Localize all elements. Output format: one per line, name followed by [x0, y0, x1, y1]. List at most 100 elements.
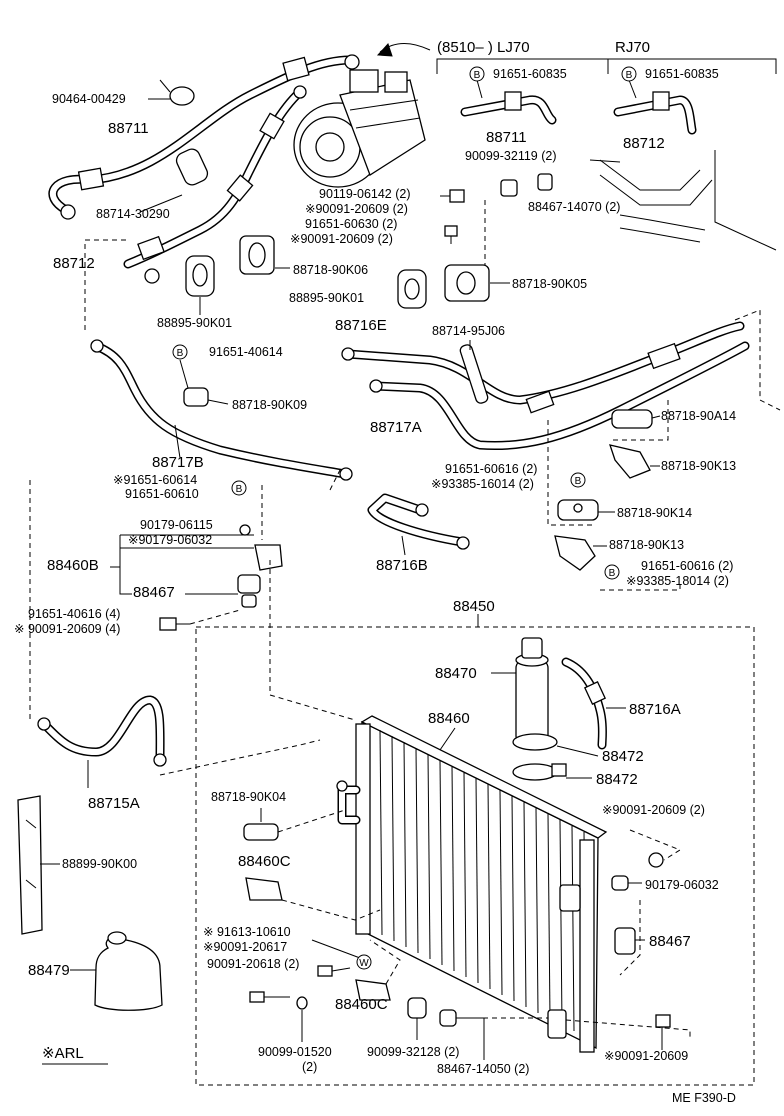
bolt-marker-letter: B [474, 70, 481, 81]
dash-left-top [84, 239, 130, 330]
part-label-l38: 91651-60616 (2) [641, 559, 733, 573]
condenser-group-box [195, 626, 755, 1086]
seal-88899-90k00 [17, 795, 60, 935]
clamp-88895-90k01-b [397, 269, 427, 309]
part-label-l23: 88717A [370, 419, 422, 436]
bracket-88460c-lower [355, 939, 401, 1005]
part-label-l39: ※93385-18014 (2) [626, 574, 729, 588]
sleeve-88714-30290 [139, 148, 209, 213]
part-label-l28: ※93385-16014 (2) [431, 477, 534, 491]
bracket-88718-90a14 [611, 400, 669, 441]
part-label-l33: ※90179-06032 [128, 533, 212, 547]
pipe-88715a [29, 480, 321, 788]
part-label-l03: 88714-30290 [96, 207, 170, 221]
part-label-l32: 90179-06115 [140, 518, 213, 532]
variant-header: (8510– ) LJ70 RJ70 [376, 39, 777, 74]
part-label-l54: ※ 91613-10610 [203, 925, 291, 939]
part-label-l27: 91651-60616 (2) [445, 462, 537, 476]
part-label-l25: 88717B [152, 454, 204, 471]
bolt-marker-letter: B [236, 484, 243, 495]
part-label-l24: 88718-90A14 [661, 409, 736, 423]
part-label-l35: 88716B [376, 557, 428, 574]
part-label-l08: 88711 [486, 129, 527, 146]
part-label-l40: 88450 [453, 598, 495, 615]
bolt-marker-b1: B [469, 66, 485, 82]
variant-label-rj70: RJ70 [615, 39, 650, 56]
bracket-88718-90k13-a [609, 444, 660, 479]
bolt-marker-b2: B [621, 66, 637, 82]
hose-88712 [123, 85, 307, 284]
part-label-l16: 88467-14070 (2) [528, 200, 620, 214]
bolt-marker-b3: B [172, 344, 188, 360]
washer-90099-01520 [296, 996, 308, 1042]
part-label-l56: ※90091-20617 [203, 940, 287, 954]
part-label-l41: 91651-40616 (4) [28, 607, 120, 621]
bolt-marker-b7: W [356, 954, 372, 970]
bolt-marker-circle-icon [231, 480, 247, 496]
fasteners-top-center [440, 173, 553, 244]
bolt-marker-b5: B [231, 480, 247, 496]
part-label-l53: 90179-06032 [645, 878, 719, 892]
part-label-l44: 88716A [629, 701, 681, 718]
bands-88472 [512, 733, 599, 781]
dash-right-c [734, 309, 781, 411]
insulator-88714-95j06 [459, 340, 489, 404]
part-label-l46: 88472 [602, 748, 644, 765]
hose-88711 [48, 54, 360, 220]
part-label-l43: 88470 [435, 665, 477, 682]
part-label-l45: 88460 [428, 710, 470, 727]
part-label-l58: 88479 [28, 962, 70, 979]
variant-bracket [436, 58, 777, 74]
part-label-l34: 88718-90K13 [609, 538, 684, 552]
bolt-marker-letter: B [575, 476, 582, 487]
variant-label-lj70: (8510– ) LJ70 [437, 39, 530, 56]
part-label-l42: ※ 90091-20609 (4) [14, 622, 120, 636]
bracket-88718-90k13-b [554, 535, 607, 571]
clamp-88718-90k09 [179, 359, 229, 407]
clamp-88895-90k01 [185, 255, 215, 315]
receiver-drier-88470 [491, 637, 549, 745]
part-label-l59: 88460C [335, 996, 388, 1013]
compressor [293, 69, 426, 188]
part-label-l62: 90099-32128 (2) [367, 1045, 459, 1059]
part-label-l36: 88460B [47, 557, 99, 574]
rj70-pipe-sketch [589, 150, 777, 251]
bolt-marker-circle-icon [621, 66, 637, 82]
part-label-l30: 91651-60610 [125, 487, 199, 501]
bracket-88460c-upper [245, 877, 381, 921]
part-label-l12: 90119-06142 (2) [319, 187, 411, 201]
part-label-l50: ※90091-20609 (2) [602, 803, 705, 817]
diagram-code: ME F390-D [672, 1091, 736, 1105]
part-label-l60: 90099-01520 [258, 1045, 332, 1059]
bottle-88479 [70, 931, 163, 1011]
condenser-inlet-fitting [336, 780, 361, 825]
pipe-88716b [367, 493, 470, 556]
part-label-l55: 88467 [649, 933, 691, 950]
part-label-l48: 88715A [88, 795, 140, 812]
bolt-marker-circle-icon [469, 66, 485, 82]
part-label-l09: 90099-32119 (2) [465, 149, 557, 163]
bolt-marker-circle-icon [172, 344, 188, 360]
part-label-l19: 88716E [335, 317, 387, 334]
part-label-l61: (2) [302, 1060, 317, 1074]
part-label-l49: 88718-90K04 [211, 790, 286, 804]
part-label-l10: 91651-60835 [645, 67, 719, 81]
bolt-marker-b6: B [604, 564, 620, 580]
part-label-l04: 88712 [53, 255, 95, 272]
part-label-l51: 88460C [238, 853, 291, 870]
bracket-88460b [110, 524, 283, 595]
part-label-l31: 88718-90K14 [617, 506, 692, 520]
part-label-l17: 88718-90K05 [512, 277, 587, 291]
part-label-l11: 88712 [623, 135, 665, 152]
part-label-l18: 88895-90K01 [289, 291, 364, 305]
part-label-l22: 88718-90K09 [232, 398, 307, 412]
bolt-marker-circle-icon [604, 564, 620, 580]
bolt-marker-letter: B [609, 568, 616, 579]
part-label-l20: 88714-95J06 [432, 324, 505, 338]
part-label-l06: 88895-90K01 [157, 316, 232, 330]
bolt-marker-circle-icon [356, 954, 372, 970]
part-label-l21: 91651-40614 [209, 345, 283, 359]
part-label-l14: 91651-60630 (2) [305, 217, 397, 231]
part-label-l37: 88467 [133, 584, 175, 601]
